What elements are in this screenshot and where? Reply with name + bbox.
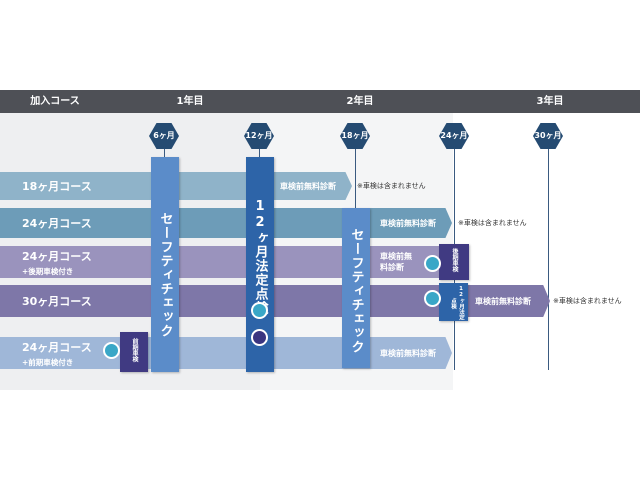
row-label-text: 30ヶ月コース — [22, 295, 92, 308]
oil-can-icon — [424, 290, 441, 307]
row-30m-label: 30ヶ月コース — [0, 285, 115, 317]
early-inspection-text: 前期車検 — [131, 338, 138, 362]
row-30m-bar — [0, 285, 465, 317]
wiper-icon — [251, 329, 268, 346]
row-label-text: 18ヶ月コース — [22, 180, 92, 193]
legal-inspection-text: 12ヶ月法定点検 — [252, 199, 268, 315]
header-bar — [0, 90, 640, 113]
free-diagnosis-label: 車検前無料診断 — [475, 296, 531, 306]
early-inspection-tag: 前期車検 — [120, 332, 148, 372]
row-24m-late-bar — [0, 246, 370, 278]
legal-inspection-tag-small: 12ヶ月法定点検 — [439, 283, 468, 321]
row-label-text: 24ヶ月コース — [22, 217, 92, 230]
marker-line-30 — [548, 140, 549, 370]
header-year2: 2年目 — [346, 96, 374, 107]
row-18m-label: 18ヶ月コース — [0, 172, 115, 200]
late-inspection-tag: 後期車検 — [439, 244, 469, 280]
row-24m-early-bar — [0, 337, 370, 369]
row-24m-early-label: 24ヶ月コース +前期車検付き — [0, 337, 115, 369]
row-label-text: 24ヶ月コース — [22, 249, 92, 263]
free-diagnosis-label: 車検前無料診断 — [280, 181, 336, 191]
safety-check-bar-18m: セーフティチェック — [342, 208, 370, 368]
marker-line-6 — [164, 140, 165, 160]
free-diagnosis-label: 車検前無料診断 — [380, 252, 412, 272]
legal-inspection-small-text: 12ヶ月法定点検 — [450, 286, 464, 320]
row-24m-note: ※車検は含まれません — [458, 219, 527, 227]
row-24m-late-label: 24ヶ月コース +後期車検付き — [0, 246, 115, 278]
row-18m-bar — [0, 172, 270, 200]
header-course: 加入コース — [30, 96, 80, 107]
legal-inspection-bar-12m: 12ヶ月法定点検 — [246, 157, 274, 372]
row-24m-label: 24ヶ月コース — [0, 208, 115, 238]
row-sublabel: +後期車検付き — [22, 266, 74, 276]
marker-30-months: 30ヶ月 — [533, 123, 563, 149]
row-18m-note: ※車検は含まれません — [357, 182, 426, 190]
free-diagnosis-label: 車検前無料診断 — [380, 348, 436, 358]
row-30m-note: ※車検は含まれません — [553, 297, 622, 305]
row-24m-bar — [0, 208, 370, 238]
safety-check-text: セーフティチェック — [348, 228, 364, 354]
marker-line-18 — [355, 140, 356, 210]
row-label-text: 24ヶ月コース — [22, 340, 92, 354]
row-sublabel: +前期車検付き — [22, 357, 74, 367]
late-inspection-text: 後期車検 — [451, 248, 458, 272]
row-24m-early-arrow: 車検前無料診断 — [370, 337, 452, 369]
safety-check-text: セーフティチェック — [157, 212, 173, 338]
header-year3: 3年目 — [536, 96, 564, 107]
oil-can-icon — [251, 302, 268, 319]
header-year1: 1年目 — [176, 96, 204, 107]
free-diagnosis-label: 車検前無料診断 — [380, 218, 436, 228]
row-30m-arrow: 車検前無料診断 — [465, 285, 550, 317]
oil-can-icon — [424, 255, 441, 272]
marker-line-12 — [259, 140, 260, 160]
oil-can-icon — [103, 342, 120, 359]
row-18m-arrow: 車検前無料診断 — [270, 172, 352, 200]
safety-check-bar-6m: セーフティチェック — [151, 157, 179, 372]
row-24m-arrow: 車検前無料診断 — [370, 208, 452, 238]
